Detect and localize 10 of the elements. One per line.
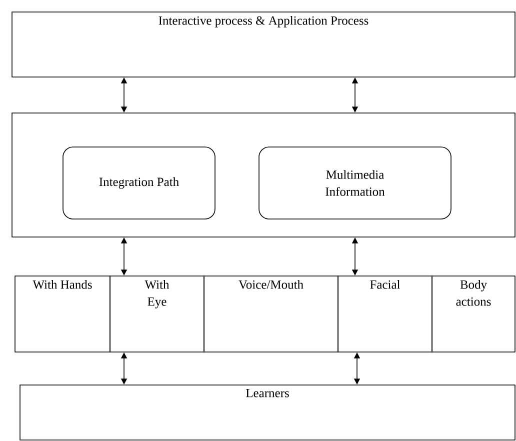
table-cell: Facial [338,276,432,352]
table-cell: With Hands [14,276,110,352]
table-cell: With Eye [110,276,204,352]
group-box [12,112,516,238]
table-cell: Body actions [432,276,516,352]
learners-box: Learners [20,384,516,440]
rounded-box: Integration Path [62,146,216,220]
table-cell: Voice/Mouth [204,276,338,352]
process-box: Interactive process & Application Process [12,12,516,78]
rounded-box: Multimedia Information [258,146,452,220]
